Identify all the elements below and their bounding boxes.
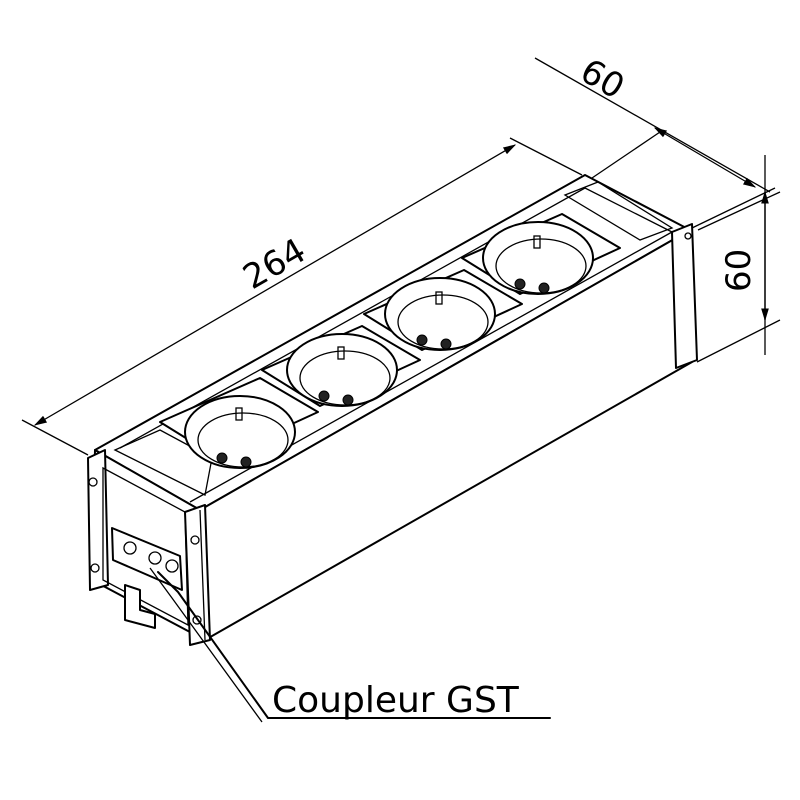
dimension-width-label: 60 — [574, 51, 631, 107]
dimension-length-label: 264 — [237, 231, 313, 298]
dimension-height-label: 60 — [719, 249, 759, 292]
coupler-callout-label: Coupleur GST — [272, 680, 520, 721]
coupler-callout: Coupleur GST — [149, 567, 551, 723]
dimension-height: 60 — [696, 155, 781, 363]
